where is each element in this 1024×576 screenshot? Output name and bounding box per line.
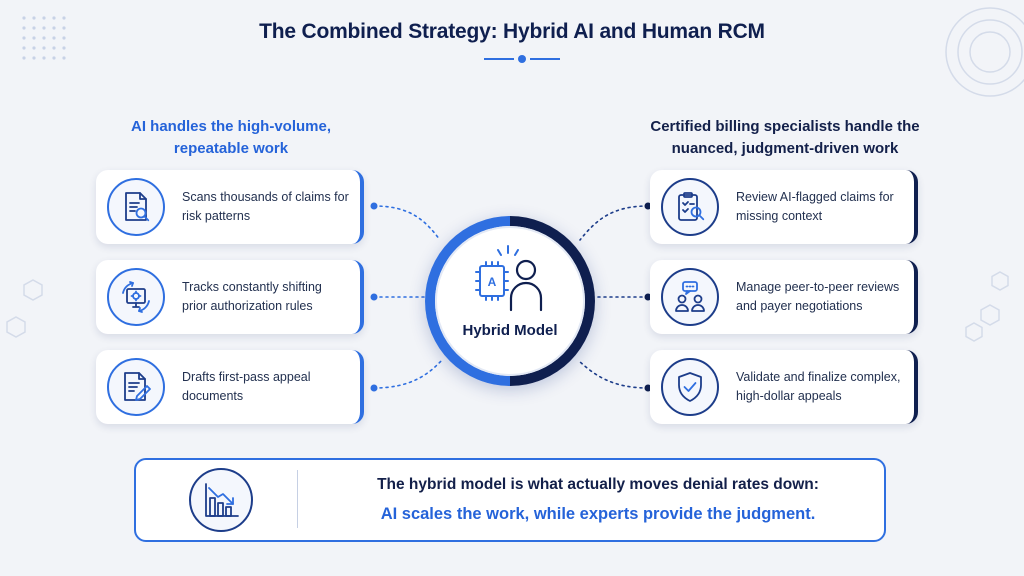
left-card-1-text: Scans thousands of claims for risk patte… (182, 190, 349, 223)
hub-label: Hybrid Model (462, 322, 558, 339)
left-card-2-text: Tracks constantly shifting prior authori… (182, 280, 322, 313)
title-underline-dot (518, 55, 526, 63)
title-underline-right (530, 58, 560, 60)
left-card-3: Drafts first-pass appeal documents (96, 350, 364, 424)
right-card-1: Review AI-flagged claims for missing con… (650, 170, 918, 244)
connector-dot-right-bottom (644, 384, 652, 392)
connector-dot-left-bottom (370, 384, 378, 392)
hub-chip-letter: A (488, 275, 497, 289)
shield-check-icon (661, 358, 719, 416)
summary-banner (134, 458, 886, 542)
left-card-3-text: Drafts first-pass appeal documents (182, 370, 311, 403)
banner-statement: The hybrid model is what actually moves … (377, 476, 819, 493)
connector-dot-right-middle (644, 293, 652, 301)
clipboard-search-icon (661, 178, 719, 236)
connector-dot-left-middle (370, 293, 378, 301)
people-chat-icon (661, 268, 719, 326)
right-card-3: Validate and finalize complex, high-doll… (650, 350, 918, 424)
right-card-2: Manage peer-to-peer reviews and payer ne… (650, 260, 918, 334)
right-card-1-text: Review AI-flagged claims for missing con… (736, 190, 894, 223)
connector-dot-right-top (644, 202, 652, 210)
ai-chip-person-icon: A (475, 245, 543, 312)
left-card-2: Tracks constantly shifting prior authori… (96, 260, 364, 334)
title-underline-left (484, 58, 514, 60)
document-pen-icon (107, 358, 165, 416)
connector-left-top (373, 205, 441, 241)
connector-left-bottom (373, 359, 443, 389)
right-card-2-text: Manage peer-to-peer reviews and payer ne… (736, 280, 900, 313)
right-column-heading: Certified billing specialists handle the… (650, 118, 920, 157)
declining-bar-chart-icon (189, 468, 253, 532)
document-search-icon (107, 178, 165, 236)
connector-right-top (579, 205, 649, 241)
gear-refresh-icon (107, 268, 165, 326)
left-column-heading: AI handles the high-volume, repeatable w… (130, 118, 332, 157)
page-title: The Combined Strategy: Hybrid AI and Hum… (259, 20, 765, 43)
banner-highlight: AI scales the work, while experts provid… (380, 505, 816, 523)
left-card-1: Scans thousands of claims for risk patte… (96, 170, 364, 244)
connector-right-bottom (577, 359, 649, 389)
connector-dot-left-top (370, 202, 378, 210)
banner-separator (297, 470, 298, 528)
right-card-3-text: Validate and finalize complex, high-doll… (736, 370, 901, 403)
